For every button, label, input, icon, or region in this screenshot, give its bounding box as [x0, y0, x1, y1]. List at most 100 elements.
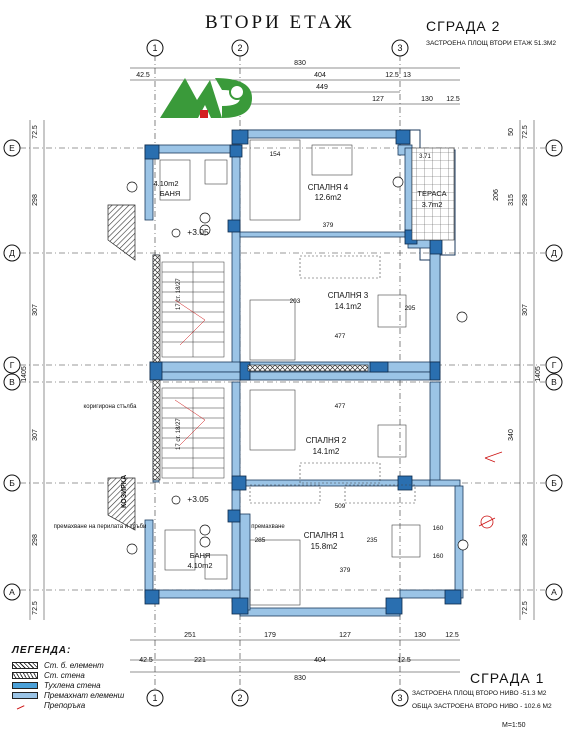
bath-bottom-area: 4.10m2 [187, 561, 212, 570]
dim-left-b: 298 [32, 194, 39, 206]
dim-left-a: 72.5 [32, 125, 39, 139]
bedroom4-name: СПАЛНЯ 4 [308, 183, 349, 192]
dim-bot-f: 42.5 [139, 657, 153, 664]
axis-row-A-left: А [9, 587, 15, 597]
building-1-area: ЗАСТРОЕНА ПЛОЩ ВТОРО НИВО -51.3 М2 [412, 690, 547, 697]
room-dim-10: 235 [367, 537, 378, 544]
brick-wall-swatch [12, 681, 38, 689]
dim-bot-a: 251 [184, 632, 196, 639]
axis-row-E-right: Е [551, 143, 557, 153]
bath-top-area: 4.10m2 [153, 179, 178, 188]
bedroom4-area: 12.6m2 [315, 193, 342, 202]
axis-col-3-bottom: 3 [397, 693, 402, 703]
dim-bot-i: 12.5 [397, 657, 411, 664]
dim-left-f: 298 [32, 534, 39, 546]
axis-row-E-left: Е [9, 143, 15, 153]
dim-bot-total: 830 [294, 675, 306, 682]
stair-bottom-label: 17 ст. 18/27 [176, 418, 182, 450]
stairs [161, 261, 225, 479]
room-dim-8: 295 [405, 305, 416, 312]
building-1-title: СГРАДА 1 [470, 670, 545, 686]
dim-right-g: 1405 [535, 366, 542, 382]
removal-note: премахване на перилата и тръби [54, 524, 147, 530]
dim-bot-h: 404 [314, 657, 326, 664]
wall-swatch [12, 671, 38, 679]
bedroom2-name: СПАЛНЯ 2 [306, 436, 347, 445]
dim-top-a: 42.5 [136, 72, 150, 79]
dim-right-b: 50 [508, 128, 515, 136]
building-2-title: СГРАДА 2 [426, 18, 501, 34]
axis-row-markers [3, 139, 563, 601]
room-dim-4: 379 [323, 222, 334, 229]
legend-label: Ст. стена [44, 670, 85, 680]
canopy-label: КОЗИРКА [121, 475, 128, 508]
dim-top-b: 404 [314, 72, 326, 79]
legend-label: Тухлена стена [44, 680, 101, 690]
legend-title: ЛЕГЕНДА: [12, 645, 72, 656]
dim-top-e: 449 [316, 84, 328, 91]
level-bottom: +3.05 [187, 494, 209, 504]
dim-right-h: 340 [508, 429, 515, 441]
dim-right-j: 72.5 [522, 601, 529, 615]
dim-left-e: 307 [32, 429, 39, 441]
red-markers [478, 451, 503, 529]
bedroom1-name: СПАЛНЯ 1 [304, 531, 345, 540]
terrace-name: ТЕРАСА [417, 189, 446, 198]
room-dim-6: 154 [270, 151, 281, 158]
axis-col-1-bottom: 1 [152, 693, 157, 703]
dim-left-d: 1405 [21, 366, 28, 382]
axis-column-markers [146, 39, 409, 707]
axis-row-G-left: Г [10, 360, 15, 370]
axis-row-D-left: Д [9, 248, 15, 258]
removed-element-swatch [12, 691, 38, 699]
bath-bottom-name: БАНЯ [190, 551, 211, 560]
dim-top-f: 127 [372, 96, 384, 103]
level-top: +3.05 [187, 227, 209, 237]
corrugated-stair: коригирона стълба [84, 404, 138, 410]
bath-top-name: БАНЯ [160, 189, 181, 198]
dim-bot-g: 221 [194, 657, 206, 664]
dim-top-total: 830 [294, 60, 306, 67]
legend-label: Премахнат елеменш [44, 690, 125, 700]
scale-label: M=1:50 [502, 722, 526, 729]
dim-bot-d: 130 [414, 632, 426, 639]
legend-row: Тухлена стена [12, 680, 182, 690]
room-dim-9: 285 [255, 537, 266, 544]
room-dim-11: 160 [433, 525, 444, 532]
legend-row: Премахнат елеменш [12, 690, 182, 700]
dim-right-e: 315 [508, 194, 515, 206]
dim-bot-b: 179 [264, 632, 276, 639]
axis-col-2-bottom: 2 [237, 693, 242, 703]
dim-top-c: 12.5 [385, 72, 399, 79]
dim-right-c: 298 [522, 194, 529, 206]
room-dim-2: 477 [335, 403, 346, 410]
axis-row-V-right: В [551, 377, 557, 387]
terrace-dim: 3.71 [419, 154, 431, 160]
dim-bot-e: 12.5 [445, 632, 459, 639]
section-markers [126, 176, 469, 555]
axis-col-1-top: 1 [152, 43, 157, 53]
legend-row: Ст. стена [12, 670, 182, 680]
terrace-floor [411, 147, 455, 241]
room-dim-5: 379 [340, 567, 351, 574]
page-title: ВТОРИ ЕТАЖ [205, 12, 355, 33]
bedroom1-area: 15.8m2 [311, 542, 338, 551]
terrace-area: 3.7m2 [422, 200, 443, 209]
axis-row-G-right: Г [552, 360, 557, 370]
dimension-lines [29, 67, 535, 673]
axis-col-3-top: 3 [397, 43, 402, 53]
bedroom2-area: 14.1m2 [313, 447, 340, 456]
bedroom3-name: СПАЛНЯ 3 [328, 291, 369, 300]
company-logo [160, 78, 252, 118]
dim-left-c: 307 [32, 304, 39, 316]
dim-right-a: 72.5 [522, 125, 529, 139]
axis-row-B-left: Б [9, 478, 15, 488]
room-dim-7: 203 [290, 298, 301, 305]
building-2-area: ЗАСТРОЕНА ПЛОЩ ВТОРИ ЕТАЖ 51.3М2 [426, 40, 557, 47]
room-dim-1: 477 [335, 333, 346, 340]
dim-left-g: 72.5 [32, 601, 39, 615]
legend-row: Ст. б. елемент [12, 660, 182, 670]
legend-label: Препоръка [44, 700, 86, 710]
axis-col-2-top: 2 [237, 43, 242, 53]
